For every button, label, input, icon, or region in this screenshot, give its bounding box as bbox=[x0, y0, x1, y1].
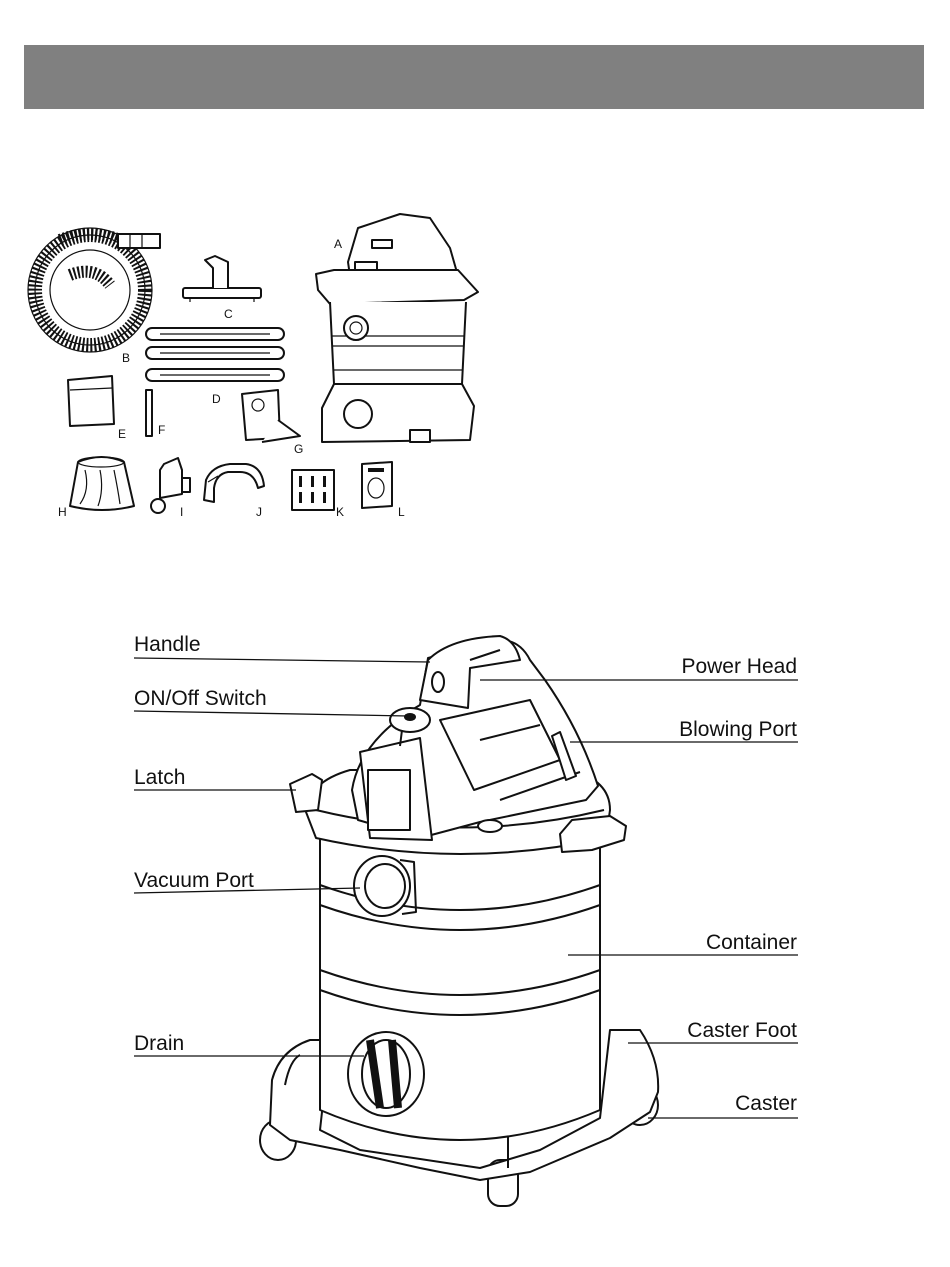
part-label-g: G bbox=[294, 442, 303, 456]
callout-latch: Latch bbox=[134, 766, 185, 789]
part-label-i: I bbox=[180, 505, 183, 519]
callout-blowing-port: Blowing Port bbox=[679, 718, 797, 741]
drain-cap bbox=[348, 1032, 424, 1116]
callout-vacuum-port: Vacuum Port bbox=[134, 869, 254, 892]
hose-icon bbox=[28, 228, 160, 352]
floor-nozzle-icon bbox=[183, 256, 261, 302]
part-label-l: L bbox=[398, 505, 405, 519]
callout-container: Container bbox=[706, 931, 797, 954]
handle-icon bbox=[204, 464, 264, 502]
part-label-j: J bbox=[256, 505, 262, 519]
callout-drain: Drain bbox=[134, 1032, 184, 1055]
screws-icon bbox=[292, 470, 334, 510]
foam-sleeve-icon bbox=[70, 457, 134, 510]
part-label-e: E bbox=[118, 427, 126, 441]
part-label-a: A bbox=[334, 237, 342, 251]
part-label-k: K bbox=[336, 505, 344, 519]
caster-foot-icon bbox=[151, 458, 190, 513]
callout-on-off-switch: ON/Off Switch bbox=[134, 687, 267, 710]
callout-caster-foot: Caster Foot bbox=[687, 1019, 797, 1042]
part-label-h: H bbox=[58, 505, 67, 519]
vacuum-main-illustration bbox=[260, 636, 658, 1206]
part-label-c: C bbox=[224, 307, 233, 321]
latch-left bbox=[290, 774, 322, 812]
extension-wand-icon bbox=[146, 328, 284, 381]
part-label-d: D bbox=[212, 392, 221, 406]
crevice-tool-icon bbox=[146, 390, 152, 436]
part-label-b: B bbox=[122, 351, 130, 365]
dust-bag-icon bbox=[242, 390, 300, 442]
manual-icon bbox=[362, 462, 392, 508]
callout-power-head: Power Head bbox=[681, 655, 797, 678]
callout-caster: Caster bbox=[735, 1092, 797, 1115]
callout-handle: Handle bbox=[134, 633, 201, 656]
filter-bag-icon bbox=[68, 376, 114, 426]
part-label-f: F bbox=[158, 423, 165, 437]
